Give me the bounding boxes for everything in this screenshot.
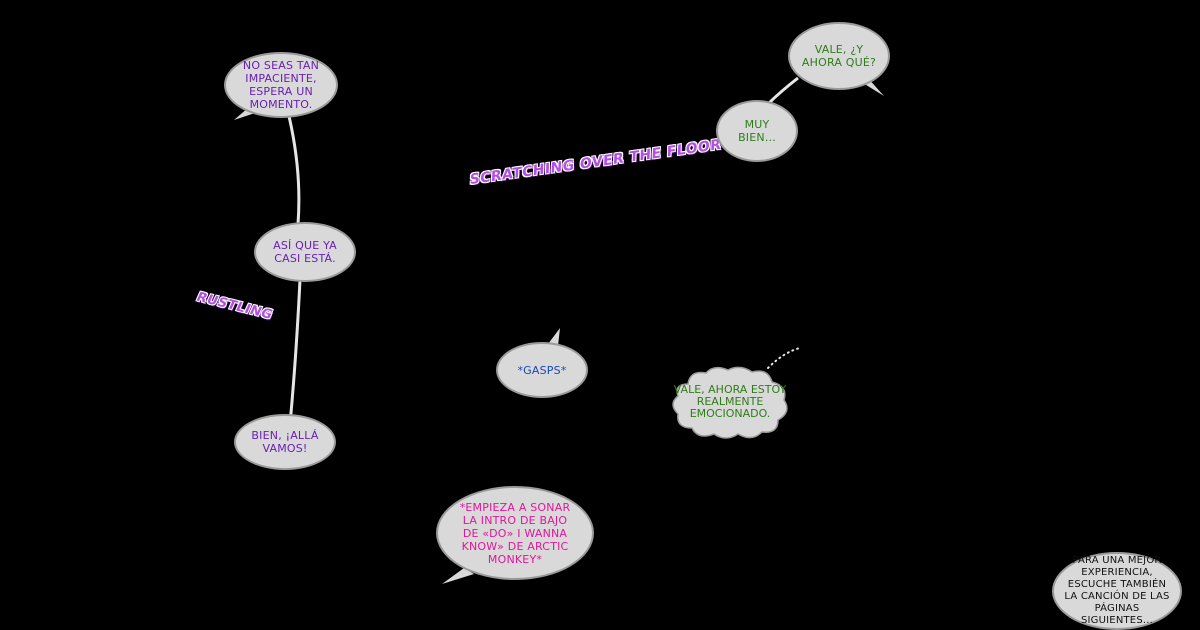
bubble-text: No seas tan impaciente, espera un moment… [242, 59, 320, 111]
speech-bubble-asi-que: Así que ya casi está. [254, 222, 356, 282]
bubble-text: Vale, ahora estoy realmente emocionado. [673, 383, 787, 420]
connector-line [288, 279, 302, 425]
note-bubble-experiencia: Para una mejor experiencia, escuche tamb… [1052, 552, 1182, 630]
bubble-text: Para una mejor experiencia, escuche tamb… [1064, 555, 1170, 626]
connector-line [766, 76, 799, 106]
speech-bubble-muy-bien: Muy bien... [716, 100, 798, 162]
bubble-text: Muy bien... [738, 118, 776, 144]
speech-bubble-empieza: *Empieza a sonar la intro de bajo de «Do… [436, 486, 594, 580]
thought-trail [767, 347, 801, 369]
bubble-tail [442, 568, 474, 584]
thought-bubble-emocionado: Vale, ahora estoy realmente emocionado. [668, 364, 792, 440]
bubble-text: Así que ya casi está. [273, 239, 337, 265]
bubble-text: Bien, ¡allá vamos! [251, 429, 319, 455]
bubble-text: *gasps* [517, 363, 567, 377]
speech-bubble-vale-ahora: Vale, ¿y ahora qué? [788, 22, 890, 90]
bubble-text: Vale, ¿y ahora qué? [801, 43, 877, 69]
bubble-text: *Empieza a sonar la intro de bajo de «Do… [459, 500, 571, 566]
thought-cloud-shape [672, 366, 788, 439]
speech-bubble-no-seas: No seas tan impaciente, espera un moment… [224, 52, 338, 118]
speech-bubble-bien-alla: Bien, ¡allá vamos! [234, 414, 336, 470]
speech-bubble-gasps: *gasps* [496, 342, 588, 398]
bubble-tail [548, 328, 560, 346]
connector-line [286, 111, 301, 225]
